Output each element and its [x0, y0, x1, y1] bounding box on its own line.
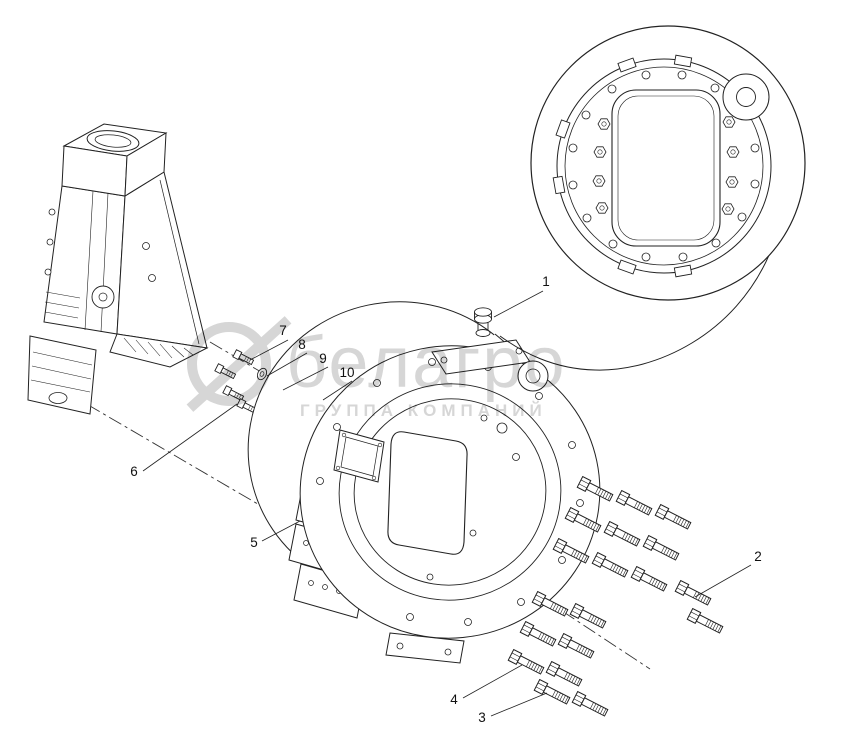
callout-9: 9	[319, 351, 327, 366]
callout-1: 1	[542, 274, 550, 289]
bolt	[654, 504, 693, 532]
leader-line-4	[462, 664, 523, 699]
leader-line-6	[142, 403, 238, 472]
callout-10: 10	[339, 365, 354, 380]
callout-3: 3	[478, 710, 486, 725]
leader-line-3	[490, 692, 548, 717]
bolt	[642, 535, 681, 563]
leader-line-5	[261, 520, 301, 542]
leader-line-2	[694, 564, 752, 598]
engine-block	[27, 123, 209, 415]
callout-2: 2	[754, 549, 762, 564]
callout-4: 4	[450, 692, 458, 707]
bolt	[591, 552, 630, 580]
bolt	[545, 661, 584, 689]
bolt	[571, 691, 610, 719]
bolt	[603, 521, 642, 549]
bolt	[533, 679, 572, 707]
breather-fitting	[474, 307, 492, 337]
leader-line-10	[322, 380, 353, 401]
detail-callout-curve	[499, 252, 771, 371]
leader-line-1	[493, 290, 544, 318]
screw	[232, 349, 255, 367]
bolt	[686, 608, 725, 636]
bolt	[615, 490, 654, 518]
bolt	[569, 603, 608, 631]
bolt	[519, 621, 558, 649]
bolt	[557, 633, 596, 661]
callout-6: 6	[130, 464, 138, 479]
screw	[214, 363, 237, 381]
callout-8: 8	[298, 337, 306, 352]
flywheel-housing	[247, 301, 601, 664]
callout-5: 5	[250, 535, 258, 550]
detail-view	[499, 25, 806, 371]
bolt	[674, 580, 713, 608]
callout-7: 7	[279, 323, 287, 338]
bolt	[507, 649, 546, 677]
bolt	[630, 566, 669, 594]
